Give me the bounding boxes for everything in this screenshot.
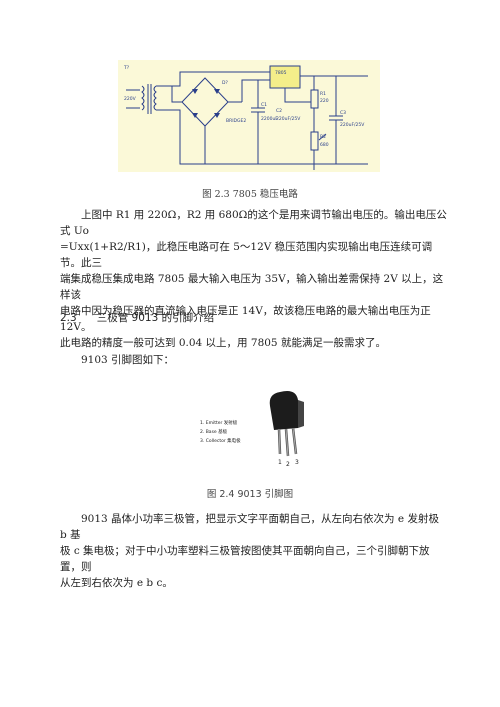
- lead-text: 9103 引脚图如下：: [81, 354, 175, 366]
- c3-value-label: 220uF/25V: [340, 122, 365, 128]
- section-number: 2.3: [60, 312, 77, 324]
- paragraph-line: =Uxx(1+R2/R1)，此稳压电路可在 5～12V 稳压范围内实现输出电压连…: [60, 241, 433, 269]
- section-title: 三极管 9013 的引脚介绍: [96, 312, 215, 324]
- figure-caption-9013: 图 2.4 9013 引脚图: [206, 489, 294, 500]
- pin-number-2: 2: [286, 461, 290, 468]
- r2-label: R2: [320, 134, 326, 140]
- paragraph-line: 此电路的精度一般可达到 0.04 以上，用 7805 就能满足一般需求了。: [60, 337, 386, 349]
- c1-value-label: 2200uF: [261, 116, 278, 122]
- pin-number-1: 1: [278, 459, 282, 466]
- paragraph-line: 9013 晶体小功率三极管，把显示文字平面朝自己，从左向右依次为 e 发射极 b…: [60, 513, 439, 541]
- input-voltage-label: 220V: [124, 96, 137, 102]
- pin-base-label: 2. Base 基极: [200, 428, 228, 435]
- transformer-label: T?: [123, 65, 130, 71]
- r1-label: R1: [320, 91, 326, 97]
- circuit-svg: T? 220V D? 7805 C1 2200uF BRIDGE2 R1 220…: [123, 65, 368, 170]
- bridge-label: D?: [222, 80, 228, 86]
- paragraph-line: 端集成稳压集成电路 7805 最大输入电压为 35V，输入输出差需保持 2V 以…: [60, 273, 444, 301]
- paragraph-circuit-description: 上图中 R1 用 220Ω，R2 用 680Ω的这个是用来调节输出电压的。输出电…: [60, 207, 448, 351]
- paragraph-line: 上图中 R1 用 220Ω，R2 用 680Ω的这个是用来调节输出电压的。输出电…: [60, 209, 447, 237]
- paragraph-line: 极 c 集电极；对于中小功率塑料三极管按图使其平面朝向自己，三个引脚朝下放置，则: [60, 545, 430, 573]
- c2-label: C2: [276, 108, 282, 114]
- pin-number-3: 3: [295, 459, 299, 466]
- c1-label: C1: [261, 102, 267, 108]
- r1-value-label: 220: [320, 98, 329, 104]
- transistor-pinout-figure: 1. Emitter 发射极 2. Base 基极 3. Collector 集…: [198, 382, 318, 477]
- c2-value-label: 220uF/25V: [276, 116, 301, 122]
- transistor-svg: 1. Emitter 发射极 2. Base 基极 3. Collector 集…: [200, 391, 304, 468]
- regulator-circuit-diagram: T? 220V D? 7805 C1 2200uF BRIDGE2 R1 220…: [118, 60, 380, 172]
- ic-label: 7805: [275, 70, 287, 76]
- pin-emitter-label: 1. Emitter 发射极: [200, 419, 238, 426]
- paragraph-line: 电路中因为稳压器的直流输入电压是正 14V，故该稳压电路的最大输出电压为正 12…: [60, 305, 431, 333]
- figure-caption-7805: 图 2.3 7805 稳压电路: [202, 189, 298, 200]
- c3-label: C3: [340, 110, 346, 116]
- section-heading: 2.3 三极管 9013 的引脚介绍: [60, 310, 214, 325]
- r2-value-label: 680: [320, 142, 329, 148]
- paragraph-transistor-description: 9013 晶体小功率三极管，把显示文字平面朝自己，从左向右依次为 e 发射极 b…: [60, 511, 448, 591]
- bridge-part-label: BRIDGE2: [226, 118, 246, 124]
- paragraph-line: 从左到右依次为 e b c。: [60, 577, 173, 589]
- pin-collector-label: 3. Collector 集电极: [200, 437, 241, 444]
